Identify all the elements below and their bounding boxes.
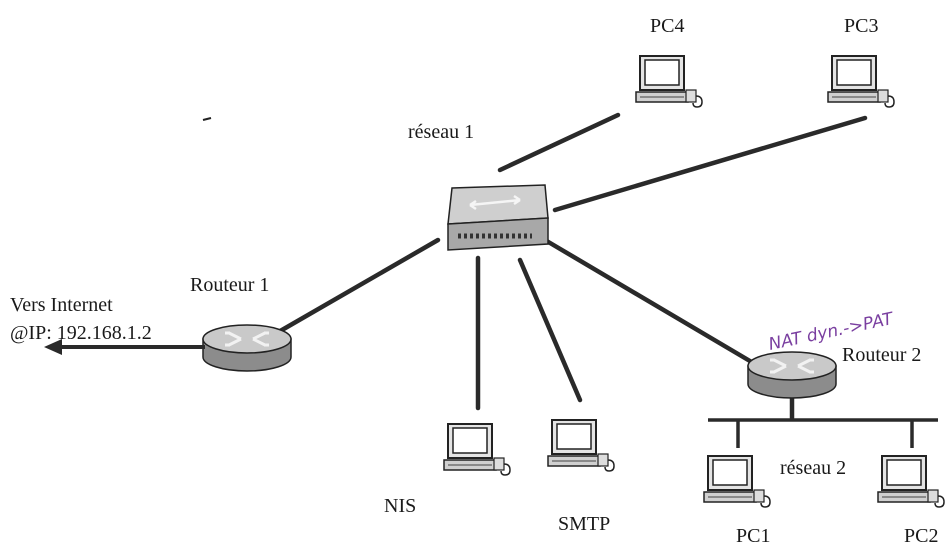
reseau2-bus — [708, 418, 938, 448]
routeur2-icon — [746, 350, 838, 400]
label-pc1: PC1 — [736, 525, 770, 547]
nis-pc-icon — [443, 423, 511, 476]
link-switch-smtp — [517, 257, 583, 403]
label-smtp: SMTP — [558, 513, 610, 535]
label-nis: NIS — [384, 495, 416, 517]
label-ip: @IP: 192.168.1.2 — [10, 322, 152, 344]
label-reseau1: réseau 1 — [408, 121, 474, 143]
link-switch-pc3 — [552, 115, 868, 213]
label-pc3: PC3 — [844, 15, 878, 37]
label-vers-internet: Vers Internet — [10, 294, 113, 316]
stray-mark — [202, 117, 212, 121]
label-pc4: PC4 — [650, 15, 684, 37]
label-routeur2: Routeur 2 — [842, 344, 921, 366]
routeur1-icon — [201, 323, 293, 373]
pc2-icon — [877, 455, 945, 508]
switch-icon — [447, 184, 549, 251]
pc4-icon — [635, 55, 703, 108]
link-switch-routeur1 — [272, 237, 441, 337]
label-reseau2: réseau 2 — [780, 457, 846, 479]
label-routeur1: Routeur 1 — [190, 274, 269, 296]
pc1-icon — [703, 455, 771, 508]
link-switch-pc4 — [497, 112, 621, 173]
links — [272, 112, 868, 421]
label-pc2: PC2 — [904, 525, 938, 547]
link-switch-routeur2 — [542, 237, 758, 367]
internet-arrow — [44, 339, 205, 355]
pc3-icon — [827, 55, 895, 108]
smtp-pc-icon — [547, 419, 615, 472]
